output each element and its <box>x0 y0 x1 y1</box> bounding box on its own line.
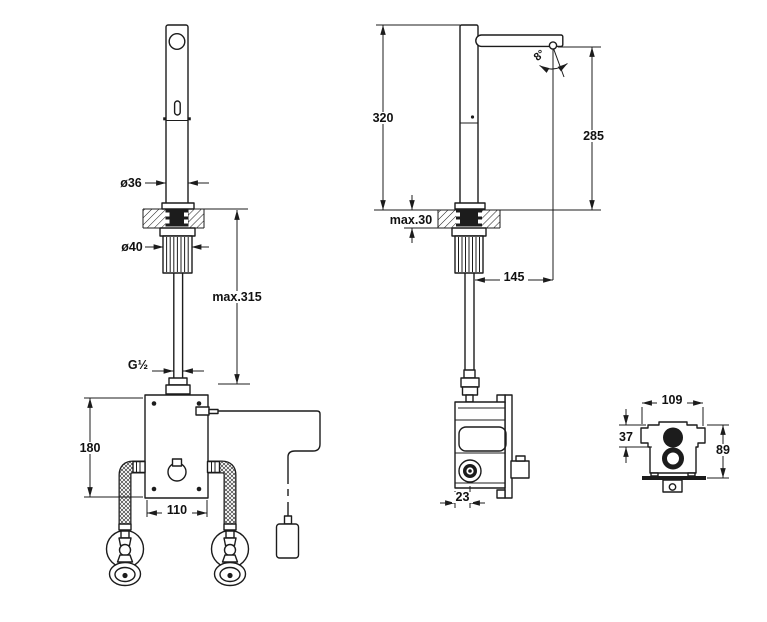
spray-angle: 8° <box>532 48 568 280</box>
dim-counter-max: max.30 <box>390 213 432 227</box>
control-box-side <box>454 394 530 499</box>
dim-outlet-height: 285 <box>583 129 604 143</box>
angle-valve-left <box>105 523 145 587</box>
dim-depth: 89 <box>716 443 730 457</box>
counter-section-front <box>142 208 248 229</box>
mounting-plate <box>642 476 706 480</box>
dim-hose-offset: 23 <box>456 490 470 504</box>
dim-thread: G½ <box>128 358 148 372</box>
dim-outlet-angle: 8° <box>532 48 548 64</box>
dim-shank-diameter: ø40 <box>121 240 143 254</box>
angle-valve-right <box>210 523 250 587</box>
cable-connector <box>510 460 530 479</box>
inlet-port <box>663 427 683 448</box>
shank-and-supply-side <box>451 227 487 403</box>
dim-top-width: 109 <box>662 393 683 407</box>
dim-front-depth: 37 <box>619 430 633 444</box>
control-box-top-view: 109 37 89 <box>619 393 734 493</box>
faucet-side <box>454 24 564 210</box>
dim-under-counter: max.315 <box>212 290 261 304</box>
shank-and-supply-front <box>159 227 196 395</box>
side-dimensions: 320 max.30 285 145 23 <box>369 24 607 508</box>
dim-box-height: 180 <box>80 441 101 455</box>
mounting-tab <box>662 479 683 493</box>
front-dimensions: ø36 ø40 G½ max.315 180 110 <box>77 176 263 517</box>
spout-side <box>475 34 564 48</box>
outlet-port <box>662 447 684 470</box>
dim-total-height: 320 <box>373 111 394 125</box>
power-plug <box>275 523 300 559</box>
counter-section-side <box>374 209 601 229</box>
sensor-dot <box>470 115 475 119</box>
dim-box-width: 110 <box>167 503 187 517</box>
hose-grommet <box>458 459 482 483</box>
dim-reach: 145 <box>504 270 525 284</box>
front-view: ø36 ø40 G½ max.315 180 110 <box>77 24 321 587</box>
side-view: 8° <box>369 24 607 508</box>
dim-body-diameter: ø36 <box>120 176 142 190</box>
spout-outlet-front <box>168 33 186 51</box>
power-cable <box>195 406 321 559</box>
sensor-window <box>173 100 181 116</box>
top-view-dimensions: 109 37 89 <box>619 393 734 479</box>
faucet-front <box>161 24 195 210</box>
aerator <box>548 41 558 50</box>
